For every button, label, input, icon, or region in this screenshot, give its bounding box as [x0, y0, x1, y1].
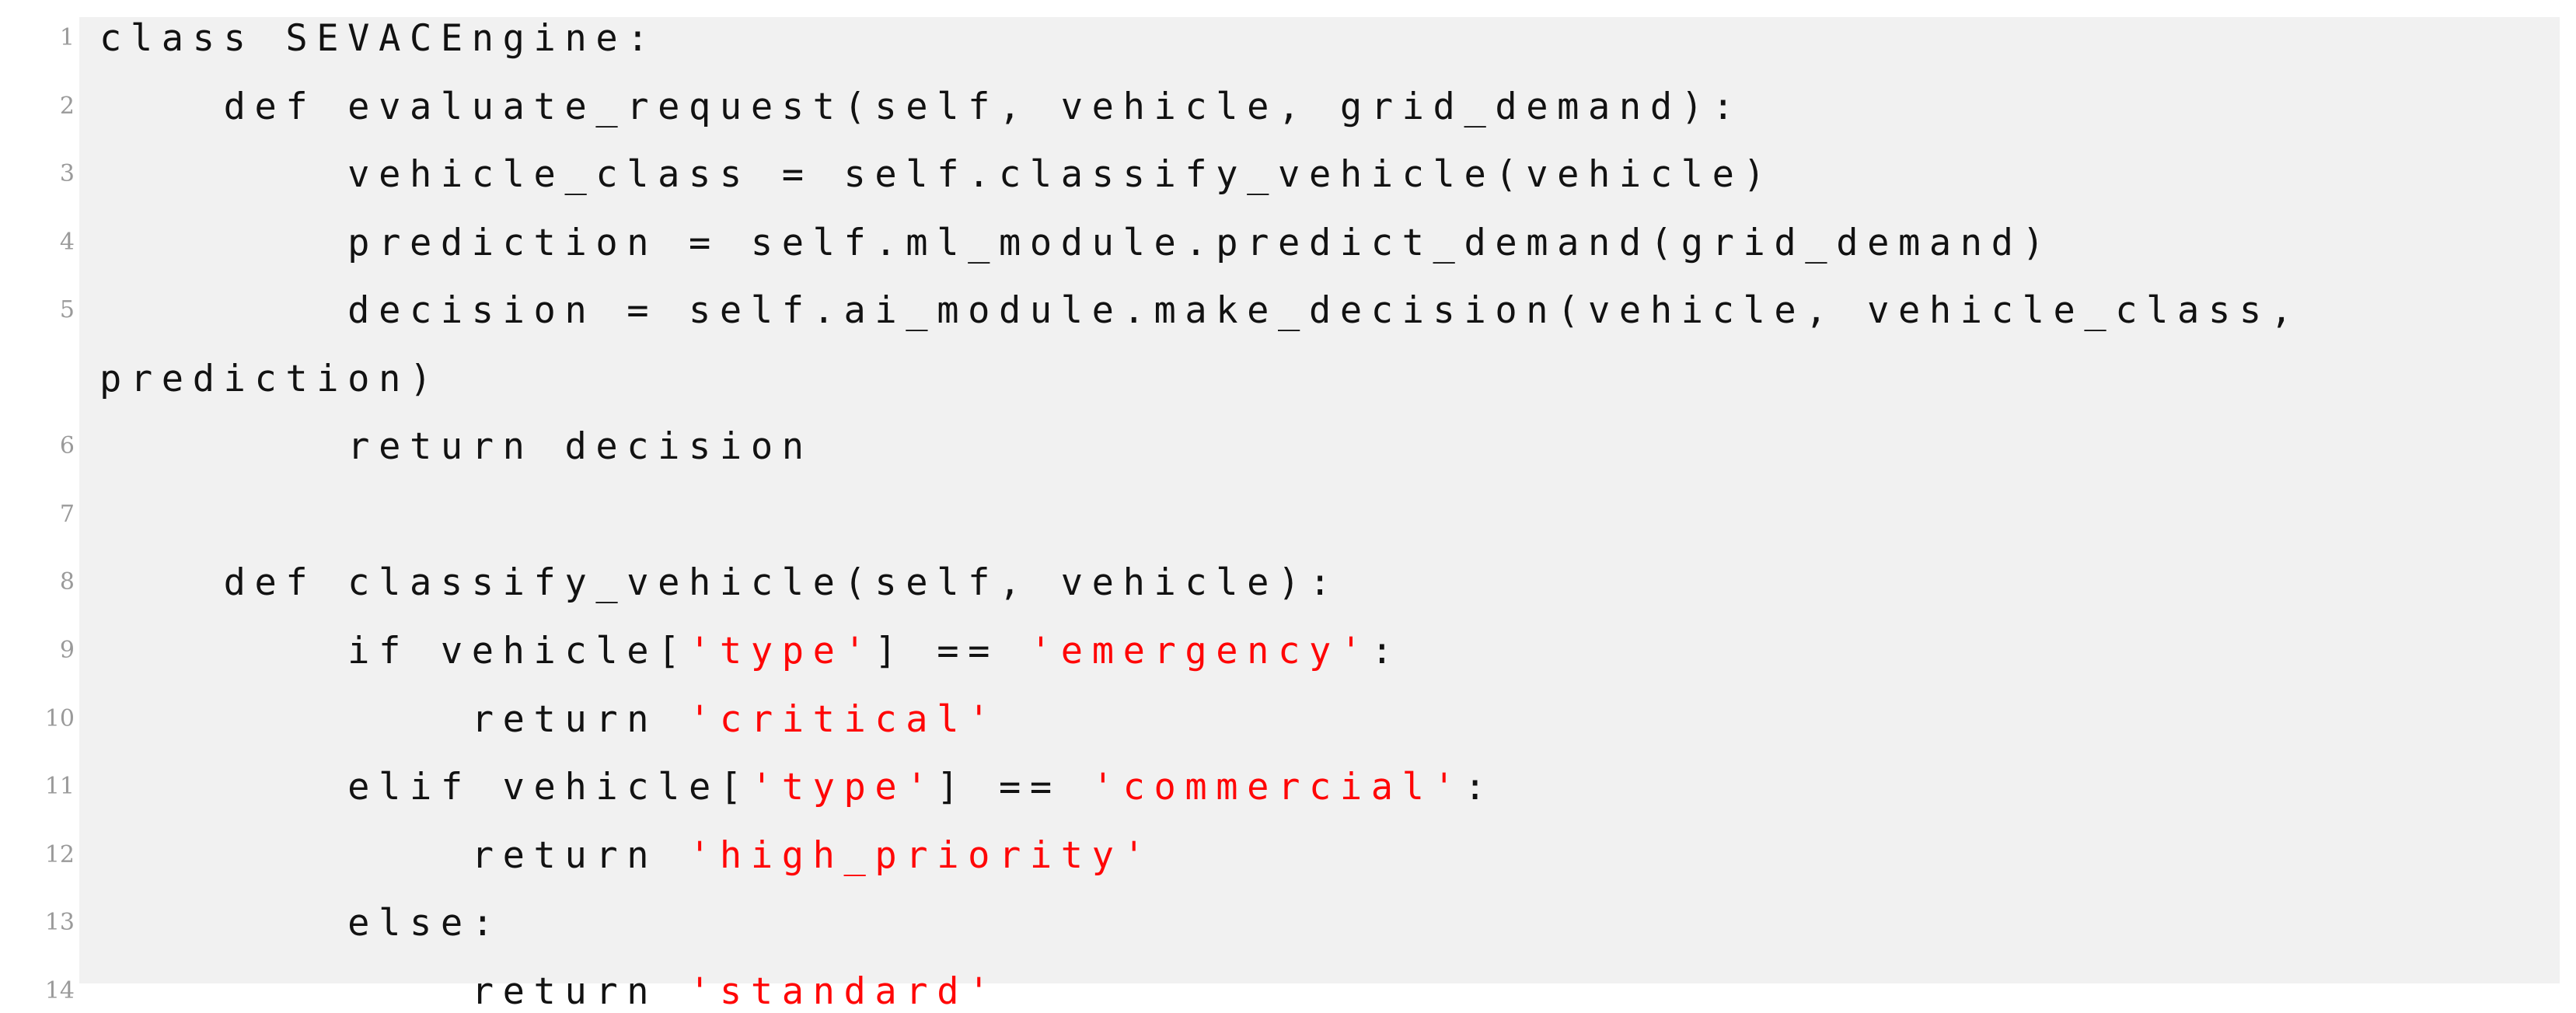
string-literal: 'type' [689, 630, 875, 672]
string-literal: 'high_priority' [689, 834, 1154, 877]
line-number: 5 [59, 296, 75, 323]
line-number: 4 [59, 229, 75, 256]
line-number: 8 [59, 568, 75, 596]
string-literal: 'standard' [689, 970, 999, 1013]
code-line[interactable]: prediction = self.ml_module.predict_dema… [99, 225, 2053, 261]
line-number: 1 [59, 24, 75, 51]
code-token: ] == [874, 630, 1030, 672]
code-line[interactable]: vehicle_class = self.classify_vehicle(ve… [99, 156, 1774, 193]
line-number: 2 [59, 93, 75, 120]
code-line[interactable]: decision = self.ai_module.make_decision(… [99, 292, 2302, 329]
code-token: class SEVACEngine: [99, 17, 658, 60]
code-line[interactable]: return decision [99, 428, 813, 465]
line-number: 6 [59, 432, 75, 459]
code-line[interactable]: return 'standard' [99, 973, 999, 1010]
code-token: def evaluate_request(self, vehicle, grid… [99, 86, 1744, 128]
line-number: 13 [44, 909, 75, 936]
string-literal: 'commercial' [1091, 766, 1464, 809]
line-number: 14 [44, 977, 75, 1004]
string-literal: 'type' [750, 766, 937, 809]
code-token: return [99, 698, 689, 741]
code-token: prediction = self.ml_module.predict_dema… [99, 222, 2054, 264]
code-line[interactable]: class SEVACEngine: [99, 20, 658, 57]
code-token: def classify_vehicle(self, vehicle): [99, 561, 1340, 604]
code-line[interactable]: if vehicle['type'] == 'emergency': [99, 633, 1402, 669]
code-token: return [99, 834, 689, 877]
code-line[interactable]: elif vehicle['type'] == 'commercial': [99, 769, 1495, 805]
code-token: : [1464, 766, 1496, 809]
code-line[interactable]: return 'critical' [99, 701, 999, 738]
line-number: 12 [44, 841, 75, 868]
code-token: return [99, 970, 689, 1013]
code-token: ] == [937, 766, 1092, 809]
code-token: prediction) [99, 358, 441, 400]
code-line-wrapped[interactable]: prediction) [99, 361, 441, 397]
code-content-column[interactable]: class SEVACEngine: def evaluate_request(… [99, 0, 2571, 1010]
code-line[interactable]: def classify_vehicle(self, vehicle): [99, 564, 1340, 601]
code-background-panel [79, 17, 2560, 983]
code-token: elif vehicle[ [99, 766, 751, 809]
code-token: else: [99, 902, 503, 945]
string-literal: 'emergency' [1029, 630, 1371, 672]
code-token: decision = self.ai_module.make_decision(… [99, 289, 2302, 332]
code-line[interactable]: def evaluate_request(self, vehicle, grid… [99, 89, 1744, 125]
line-number: 3 [59, 160, 75, 187]
code-token: return decision [99, 425, 813, 468]
line-number: 9 [59, 637, 75, 664]
line-number: 10 [44, 705, 75, 732]
code-line[interactable]: else: [99, 905, 503, 941]
line-number: 7 [59, 501, 75, 528]
code-token: vehicle_class = self.classify_vehicle(ve… [99, 153, 1775, 196]
code-token: if vehicle[ [99, 630, 689, 672]
line-number: 11 [44, 773, 75, 800]
code-token: : [1370, 630, 1402, 672]
code-line[interactable]: return 'high_priority' [99, 837, 1154, 874]
string-literal: 'critical' [689, 698, 999, 741]
